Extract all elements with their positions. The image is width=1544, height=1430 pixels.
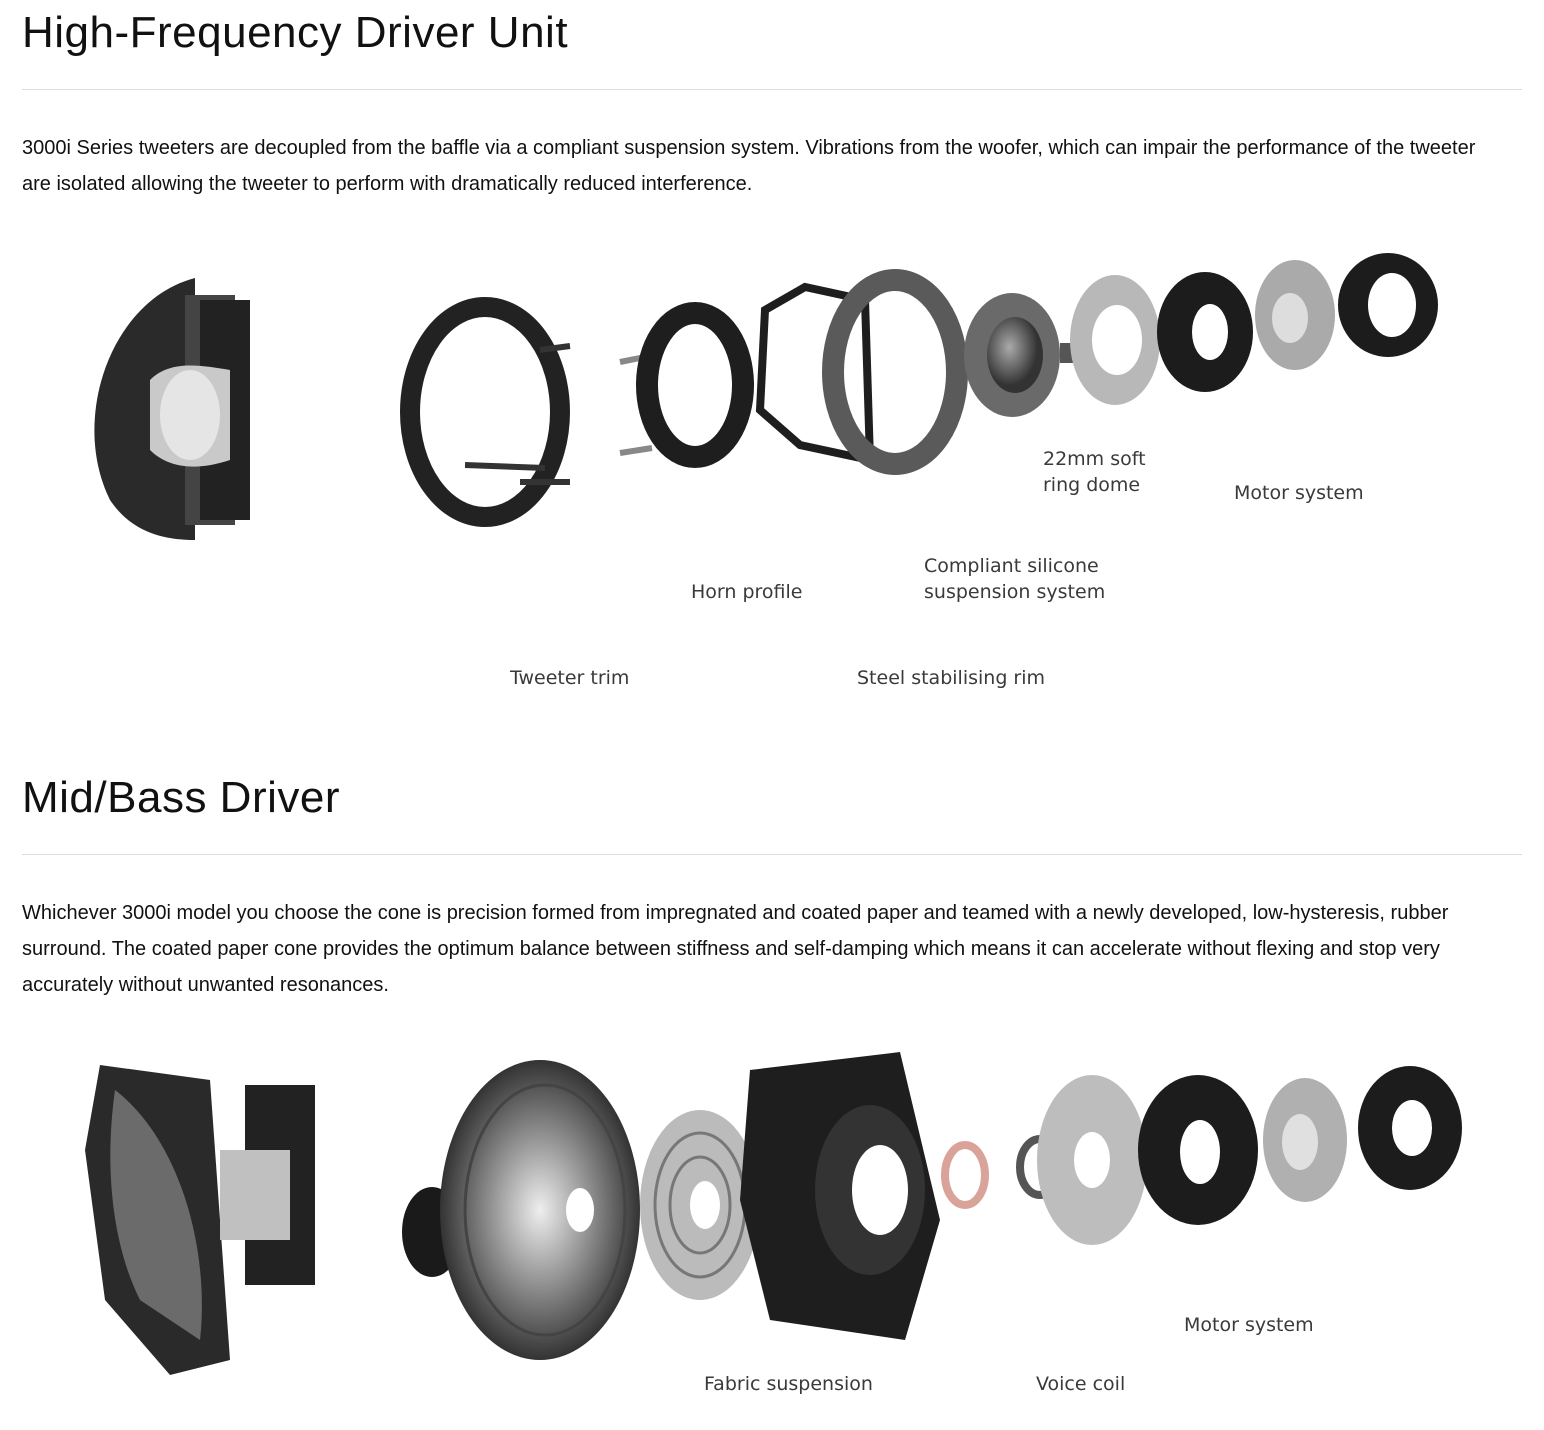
divider [22,854,1522,855]
horn-profile-image [636,302,754,468]
spider-image [640,1110,760,1300]
label-dome-line1: 22mm soft [1043,448,1146,470]
suspension-image [822,269,968,475]
label-dome-line2: ring dome [1043,474,1141,496]
label-suspension-line1: Compliant silicone [924,555,1099,577]
label-voice-coil: Voice coil [1036,1373,1126,1395]
divider [22,89,1522,90]
basket-image [740,1052,940,1340]
top-plate-image [1070,275,1160,405]
tweeter-trim-image [400,297,571,527]
section-title-midbass-driver: Mid/Bass Driver [22,773,340,822]
motor-system-image [1157,253,1438,392]
label-suspension-line2: suspension system [924,581,1106,603]
label-horn-profile: Horn profile [691,581,803,603]
label-tweeter-trim: Tweeter trim [510,667,630,689]
label-motor-system: Motor system [1234,482,1364,504]
label-steel-rim: Steel stabilising rim [857,667,1046,689]
cone-image [440,1060,640,1360]
tweeter-cutaway-image [94,278,250,540]
hf-description: 3000i Series tweeters are decoupled from… [22,137,1476,195]
section-title-hf-driver: High-Frequency Driver Unit [22,8,569,57]
midbass-cutaway-image [85,1065,315,1375]
label-fabric-suspension: Fabric suspension [704,1373,873,1395]
label-midbass-motor-system: Motor system [1184,1314,1314,1336]
midbass-description: Whichever 3000i model you choose the con… [22,902,1449,996]
midbass-motor-system-image [1037,1066,1462,1245]
